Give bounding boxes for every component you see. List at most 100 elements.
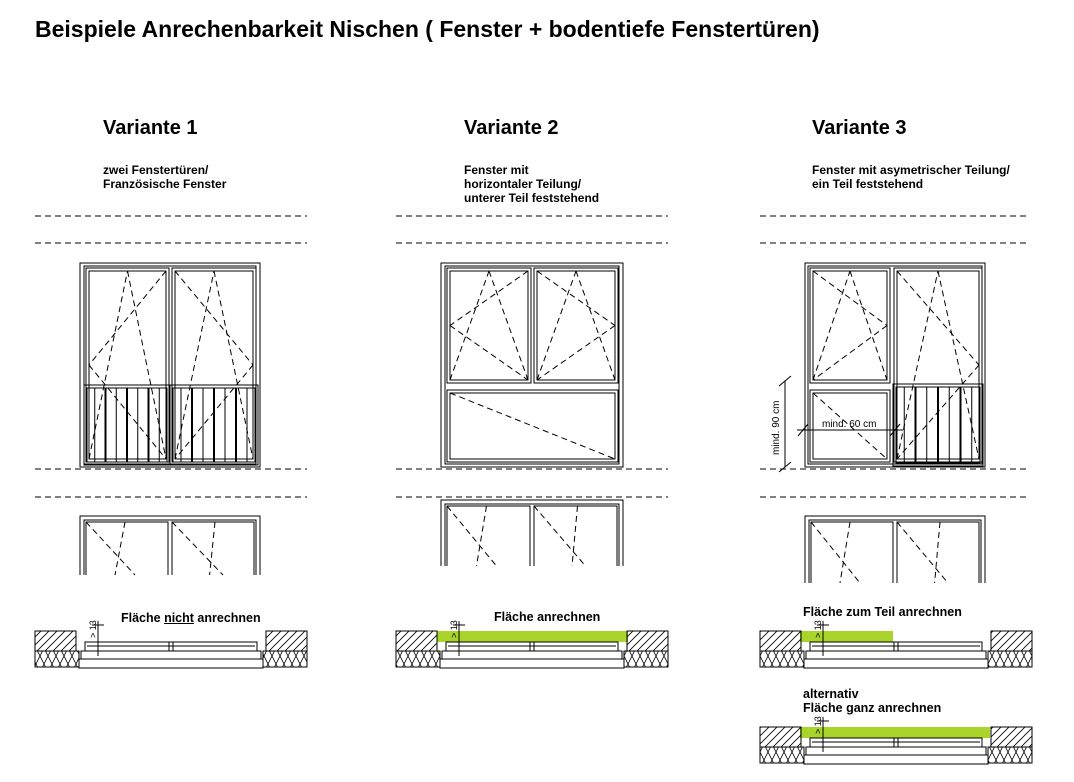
sash (810, 521, 980, 583)
frame (804, 515, 986, 583)
variant-3-alt-section: > 13 (759, 716, 1033, 765)
glass (812, 270, 888, 381)
variant-1-heading: Variante 1 (103, 117, 198, 139)
opening-line (88, 270, 128, 460)
sill (439, 658, 625, 669)
wall-left (34, 630, 77, 652)
frame-section (441, 650, 623, 660)
fixed-pane (446, 389, 619, 463)
dimension-label: > 13 (813, 716, 823, 734)
opening-line (449, 325, 529, 381)
window-frame (79, 262, 261, 468)
sill (78, 658, 264, 669)
wall-right (626, 630, 669, 652)
railing (169, 384, 259, 466)
floor-lines (396, 215, 668, 498)
variant-1-subtitle: zwei Fenstertüren/ Französische Fenster (103, 163, 227, 191)
opening-line (896, 270, 980, 366)
sash-section (445, 641, 619, 652)
insulation-left (395, 650, 441, 668)
opening-line (575, 270, 616, 381)
variant-1-elevation (79, 262, 261, 468)
variant-3-section: > 13 (759, 620, 1033, 669)
opening-line (536, 270, 577, 381)
opening-line (812, 325, 888, 381)
sash-section (809, 737, 983, 748)
opening-line (171, 521, 224, 576)
opening-line (536, 325, 616, 381)
insulation-right (987, 650, 1033, 668)
fixed-pane (809, 389, 891, 463)
floor-lines (35, 215, 307, 498)
sill (803, 754, 989, 765)
dimension-label: > 13 (813, 620, 823, 638)
page-title: Beispiele Anrechenbarkeit Nischen ( Fens… (35, 16, 820, 42)
highlighted-area (437, 631, 628, 642)
floor-lines (760, 215, 1030, 498)
opening-line (896, 521, 949, 584)
variant-3-alt-label: alternativ Fläche ganz anrechnen (803, 687, 942, 715)
frame-inner (444, 265, 620, 465)
variant-2-elevation (440, 262, 624, 468)
tick (778, 461, 792, 473)
tick (778, 375, 792, 387)
opening-line (536, 270, 616, 326)
variant-1-section-label: Fläche nicht anrechnen (121, 611, 261, 625)
sash (446, 267, 532, 384)
sash (446, 505, 618, 566)
insulation-right (262, 650, 308, 668)
opening-line (449, 270, 529, 326)
highlighted-area (800, 631, 893, 642)
variant-2-section-label: Fläche anrechnen (494, 610, 601, 624)
window-frame (440, 262, 624, 468)
sash (533, 267, 619, 384)
wall-right (990, 630, 1033, 652)
window-frame (804, 262, 986, 468)
opening-line (839, 521, 851, 584)
opening-line (174, 270, 254, 366)
sash-section (84, 641, 258, 652)
sash (85, 521, 255, 575)
dimension-label: > 13 (449, 620, 459, 638)
wall-left (759, 726, 802, 748)
lower-window (79, 515, 261, 576)
glass (536, 270, 616, 381)
wall-left (395, 630, 438, 652)
tick (797, 423, 809, 437)
sill (803, 658, 989, 669)
insulation-left (34, 650, 80, 668)
opening-line (571, 505, 578, 567)
insulation-left (759, 650, 805, 668)
variant-2-subtitle: Fenster mit horizontaler Teilung/ untere… (464, 163, 600, 205)
wall-left (759, 630, 802, 652)
variant-2-section: > 13 (395, 620, 669, 669)
variant-2-heading: Variante 2 (464, 117, 559, 139)
opening-line (88, 270, 167, 366)
glass (812, 392, 888, 460)
insulation-left (759, 746, 805, 764)
frame-section (80, 650, 262, 660)
insulation-right (987, 746, 1033, 764)
glass (449, 270, 529, 381)
frame (440, 499, 624, 566)
dimension-width-label: mind. 60 cm (822, 419, 876, 430)
opening-line (896, 270, 939, 460)
wall-right (265, 630, 308, 652)
glass (449, 392, 616, 460)
opening-line (812, 270, 888, 326)
fixed-pane-line (812, 392, 888, 460)
opening-line (446, 505, 497, 567)
variant-1-section: > 13 (34, 620, 308, 669)
frame (79, 515, 261, 575)
opening-line (810, 521, 861, 584)
dimension-label: > 13 (88, 620, 98, 638)
opening-line (127, 270, 167, 460)
opening-line (937, 270, 980, 460)
opening-line (209, 521, 216, 576)
opening-line (476, 505, 487, 567)
opening-line (812, 270, 851, 381)
fixed-pane-line (449, 392, 616, 460)
